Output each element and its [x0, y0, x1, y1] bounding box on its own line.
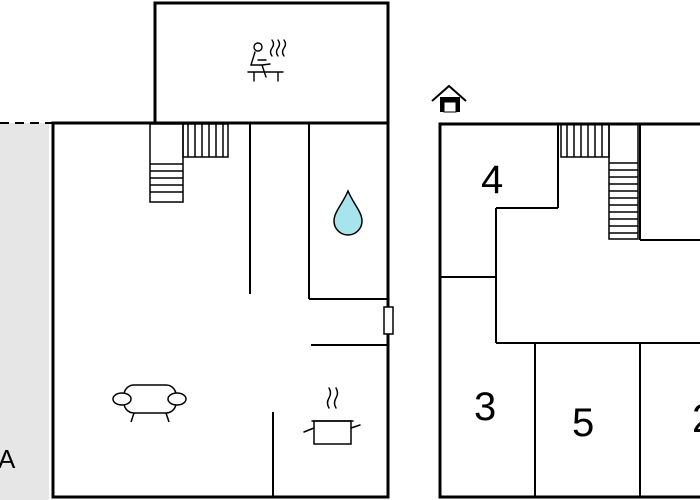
room-number-3: 3	[474, 385, 496, 429]
sauna-icon	[247, 39, 287, 82]
right-building	[438, 122, 700, 499]
room-number-5: 5	[572, 401, 594, 445]
room-number-4: 4	[481, 158, 503, 202]
right-floor-outline	[438, 122, 700, 499]
door	[383, 306, 394, 335]
terrace: A	[0, 122, 52, 500]
left-building	[51, 1, 394, 499]
cooking-pot-icon	[303, 387, 361, 445]
staircase-right-building	[560, 123, 639, 240]
sofa-icon	[112, 384, 187, 423]
water-drop-icon	[333, 189, 363, 236]
sauna-room	[153, 1, 390, 125]
staircase-left-building	[149, 123, 229, 203]
room-number-2: 2	[692, 397, 700, 441]
terrace-edge-label: A	[0, 444, 16, 474]
house-icon	[431, 84, 467, 113]
